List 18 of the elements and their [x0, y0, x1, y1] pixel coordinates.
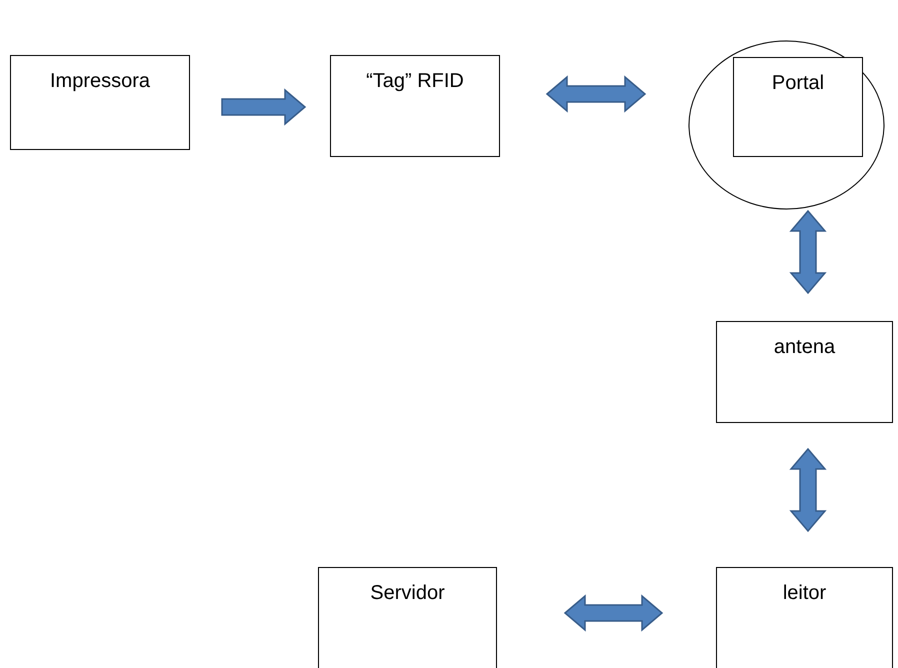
ellipse-outline — [688, 40, 885, 210]
process-box — [10, 55, 190, 150]
box-label: Impressora — [50, 70, 150, 92]
double-arrow — [546, 75, 646, 113]
block-arrow — [221, 88, 306, 126]
box-label: leitor — [782, 582, 826, 604]
box-label: Servidor — [370, 582, 445, 604]
box-label: antena — [774, 336, 836, 358]
double-arrow — [789, 210, 827, 294]
double-arrow — [564, 594, 664, 632]
box-label: “Tag” RFID — [366, 70, 464, 92]
process-box — [716, 567, 893, 668]
process-box — [733, 57, 863, 157]
double-arrow — [789, 448, 827, 532]
process-box — [318, 567, 497, 668]
process-box — [716, 321, 893, 423]
process-box — [330, 55, 500, 157]
box-label: Portal — [772, 72, 824, 94]
